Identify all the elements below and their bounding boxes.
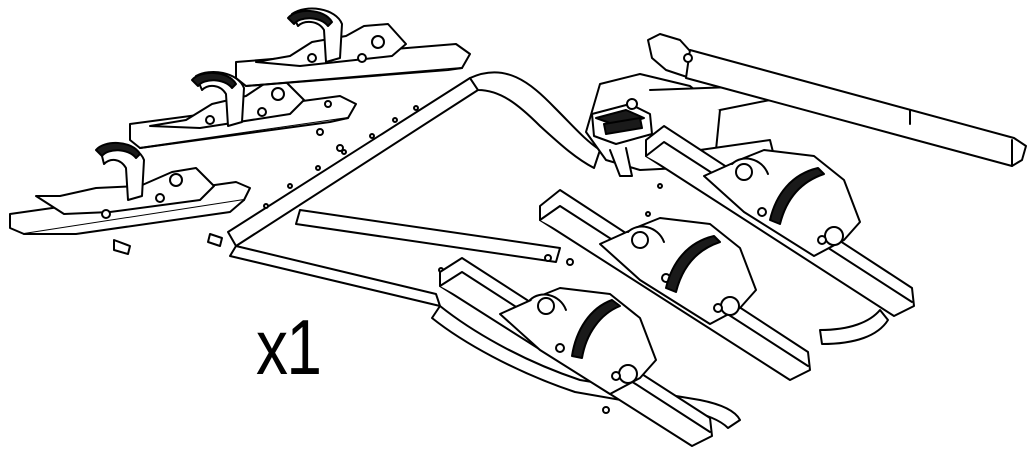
upper-wheel-straps [95,10,333,159]
lower-wheel-straps [571,167,825,359]
hardware-details [336,144,827,381]
upper-wheel-tray-3 [235,7,471,108]
upper-wheel-tray-1 [9,143,251,255]
quantity-label: x1 [256,303,322,391]
tilt-lever [647,33,1027,167]
